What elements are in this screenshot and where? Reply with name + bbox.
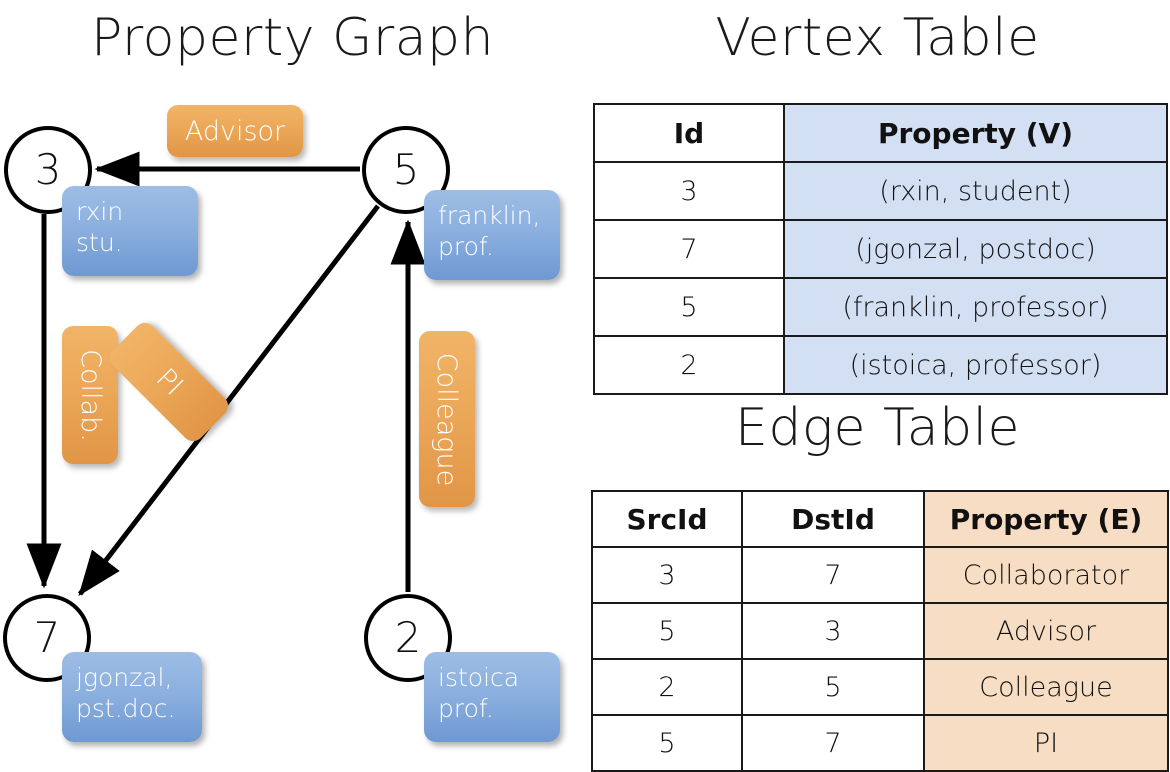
table-row: 7 (jgonzal, postdoc) <box>593 219 1168 279</box>
graph-edges-layer <box>26 151 426 596</box>
edge-table-cell-property: PI <box>923 714 1169 772</box>
vertex-property-box-3-name: rxin <box>76 197 124 226</box>
vertex-property-box-3: rxin stu. <box>62 186 198 276</box>
edge-label-colleague-text: Colleague <box>431 352 463 486</box>
graph-node-3-label: 3 <box>34 145 62 194</box>
edge-label-pi-text: PI <box>149 362 189 402</box>
vertex-table-cell-id: 2 <box>593 335 785 395</box>
edge-label-colleague: Colleague <box>419 331 475 507</box>
table-row: 5 3 Advisor <box>591 602 1169 660</box>
vertex-table-cell-property: (franklin, professor) <box>783 277 1168 337</box>
edge-table-cell-dstid: 5 <box>741 658 925 716</box>
edge-label-collab-text: Collab. <box>74 348 106 442</box>
vertex-table-cell-id: 3 <box>593 161 785 221</box>
vertex-property-box-5-role: prof. <box>438 232 494 262</box>
page-title-property-graph: Property Graph <box>90 8 495 68</box>
edge-table-cell-property: Colleague <box>923 658 1169 716</box>
edge-table: SrcId DstId Property (E) 3 7 Collaborato… <box>591 490 1169 772</box>
edge-label-collab: Collab. <box>62 326 118 464</box>
edge-table-header-row: SrcId DstId Property (E) <box>591 490 1169 548</box>
edge-table-cell-dstid: 3 <box>741 602 925 660</box>
table-row: 5 7 PI <box>591 714 1169 772</box>
vertex-table-header-property: Property (V) <box>783 103 1168 163</box>
page-title-edge-table: Edge Table <box>734 398 1021 458</box>
vertex-property-box-2: istoica prof. <box>424 652 560 742</box>
table-row: 3 7 Collaborator <box>591 546 1169 604</box>
page-title-vertex-table: Vertex Table <box>715 8 1040 68</box>
vertex-property-box-5-name: franklin, <box>438 201 541 230</box>
edge-table-header-srcid: SrcId <box>591 490 743 548</box>
vertex-property-box-3-role: stu. <box>76 228 123 258</box>
table-row: 3 (rxin, student) <box>593 161 1168 221</box>
edge-table-cell-srcid: 5 <box>591 602 743 660</box>
vertex-property-box-7: jgonzal, pst.doc. <box>62 652 202 742</box>
edge-table-cell-property: Advisor <box>923 602 1169 660</box>
table-row: 5 (franklin, professor) <box>593 277 1168 337</box>
edge-table-cell-dstid: 7 <box>741 714 925 772</box>
vertex-table-cell-property: (istoica, professor) <box>783 335 1168 395</box>
vertex-table: Id Property (V) 3 (rxin, student) 7 (jgo… <box>593 103 1168 395</box>
vertex-table-cell-property: (jgonzal, postdoc) <box>783 219 1168 279</box>
graph-node-2-label: 2 <box>394 613 422 662</box>
vertex-property-box-2-role: prof. <box>438 694 494 724</box>
vertex-table-cell-id: 5 <box>593 277 785 337</box>
graph-node-7-label: 7 <box>33 613 61 662</box>
property-graph-diagram: 3 5 7 2 rxin stu. franklin, prof. jgonza… <box>0 0 585 760</box>
edge-table-cell-property: Collaborator <box>923 546 1169 604</box>
edge-table-cell-dstid: 7 <box>741 546 925 604</box>
edge-table-cell-srcid: 5 <box>591 714 743 772</box>
graph-node-5[interactable]: 5 <box>362 126 450 214</box>
edge-table-cell-srcid: 3 <box>591 546 743 604</box>
edge-5-to-7-pi <box>78 204 380 596</box>
vertex-property-box-2-name: istoica <box>438 663 520 692</box>
vertex-table-header-row: Id Property (V) <box>593 103 1168 163</box>
vertex-property-box-7-role: pst.doc. <box>76 694 176 724</box>
table-row: 2 5 Colleague <box>591 658 1169 716</box>
edge-table-header-property: Property (E) <box>923 490 1169 548</box>
edge-table-header-dstid: DstId <box>741 490 925 548</box>
vertex-property-box-5: franklin, prof. <box>424 190 560 280</box>
graph-node-2[interactable]: 2 <box>364 594 452 682</box>
vertex-table-cell-id: 7 <box>593 219 785 279</box>
table-row: 2 (istoica, professor) <box>593 335 1168 395</box>
edge-label-advisor: Advisor <box>167 105 303 157</box>
graph-node-5-label: 5 <box>392 145 420 194</box>
vertex-property-box-7-name: jgonzal, <box>76 663 173 692</box>
edge-label-advisor-text: Advisor <box>184 115 286 147</box>
vertex-table-header-id: Id <box>593 103 785 163</box>
vertex-table-cell-property: (rxin, student) <box>783 161 1168 221</box>
edge-table-cell-srcid: 2 <box>591 658 743 716</box>
